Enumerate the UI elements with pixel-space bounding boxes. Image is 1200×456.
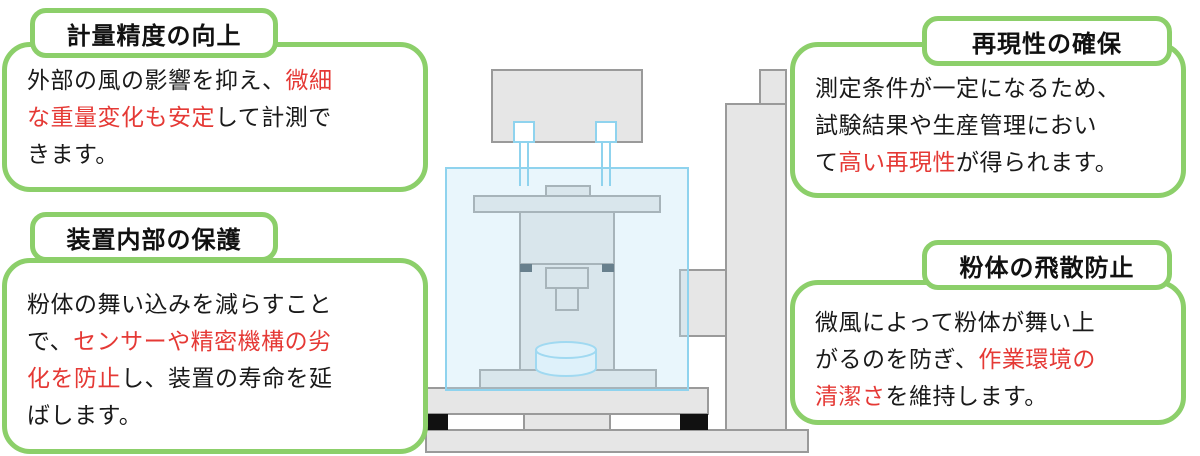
text-line: がるのを防ぎ、作業環境の: [815, 342, 1165, 379]
card-body: 外部の風の影響を抑え、微細な重量変化も安定して計測できます。: [27, 63, 407, 174]
floor-slab: [425, 429, 809, 453]
card-title-dust-prevention: 粉体の飛散防止: [922, 240, 1172, 290]
sample-cylinder: [535, 341, 597, 377]
center-leg: [523, 413, 611, 431]
text-line: で、センサーや精密機構の劣: [27, 324, 407, 361]
body-text: ばします。: [27, 403, 143, 429]
body-text: 試験結果や生産管理におい: [815, 113, 1097, 139]
text-line: 微風によって粉体が舞い上: [815, 305, 1165, 342]
text-line: な重量変化も安定して計測で: [27, 100, 407, 137]
base-plate: [425, 387, 709, 415]
text-line: 粉体の舞い込みを減らすこと: [27, 287, 407, 324]
sensor-pad-left: [520, 264, 532, 272]
highlighted-text: な重量変化も安定: [27, 105, 215, 131]
body-text: きます。: [27, 142, 119, 168]
card-body: 測定条件が一定になるため、試験結果や生産管理において高い再現性が得られます。: [815, 71, 1165, 182]
card-title-device-protection: 装置内部の保護: [30, 212, 278, 262]
sensor-tip: [555, 287, 579, 311]
card-device-protection: 粉体の舞い込みを減らすことで、センサーや精密機構の劣化を防止し、装置の寿命を延ば…: [2, 258, 428, 454]
card-measurement-accuracy: 外部の風の影響を抑え、微細な重量変化も安定して計測できます。: [2, 42, 428, 192]
body-text: が得られます。: [956, 150, 1119, 176]
text-line: 清潔さを維持します。: [815, 379, 1165, 416]
body-text: て: [815, 150, 839, 176]
card-title-reproducibility: 再現性の確保: [922, 16, 1172, 66]
body-text: がるのを防ぎ、: [815, 347, 979, 373]
text-line: 化を防止し、装置の寿命を延: [27, 361, 407, 398]
text-line: ばします。: [27, 398, 407, 435]
body-text: 外部の風の影響を抑え、: [27, 68, 286, 94]
body-text: 粉体の舞い込みを減らすこと: [27, 292, 333, 318]
card-body: 粉体の舞い込みを減らすことで、センサーや精密機構の劣化を防止し、装置の寿命を延ば…: [27, 287, 407, 435]
text-line: 測定条件が一定になるため、: [815, 71, 1165, 108]
highlighted-text: 高い再現性: [838, 150, 956, 176]
right-column-cap: [759, 69, 787, 105]
foot-left: [426, 414, 448, 430]
body-text: で、: [27, 329, 74, 355]
body-text: 微風によって粉体が舞い上: [815, 310, 1096, 336]
text-line: きます。: [27, 137, 407, 174]
body-text: を維持します。: [885, 384, 1048, 410]
body-text: し、装置の寿命を延: [121, 366, 333, 392]
highlighted-text: 作業環境の: [978, 347, 1096, 373]
highlighted-text: 化を防止: [27, 366, 121, 392]
glass-enclosure: [445, 167, 689, 391]
highlighted-text: センサーや精密機構の劣: [73, 329, 332, 355]
text-line: 試験結果や生産管理におい: [815, 108, 1165, 145]
foot-right: [680, 414, 708, 430]
card-body: 微風によって粉体が舞い上がるのを防ぎ、作業環境の清潔さを維持します。: [815, 305, 1165, 416]
connector-right: [595, 121, 617, 143]
text-line: て高い再現性が得られます。: [815, 145, 1165, 182]
sensor-pad-right: [602, 264, 614, 272]
body-text: 測定条件が一定になるため、: [815, 76, 1121, 102]
body-text: して計測で: [215, 105, 332, 131]
card-title-measurement-accuracy: 計量精度の向上: [30, 8, 278, 58]
connector-left: [513, 121, 535, 143]
right-column: [725, 103, 787, 431]
card-dust-prevention: 微風によって粉体が舞い上がるのを防ぎ、作業環境の清潔さを維持します。: [790, 280, 1186, 425]
highlighted-text: 微細: [285, 68, 333, 94]
highlighted-text: 清潔さ: [815, 384, 886, 410]
text-line: 外部の風の影響を抑え、微細: [27, 63, 407, 100]
